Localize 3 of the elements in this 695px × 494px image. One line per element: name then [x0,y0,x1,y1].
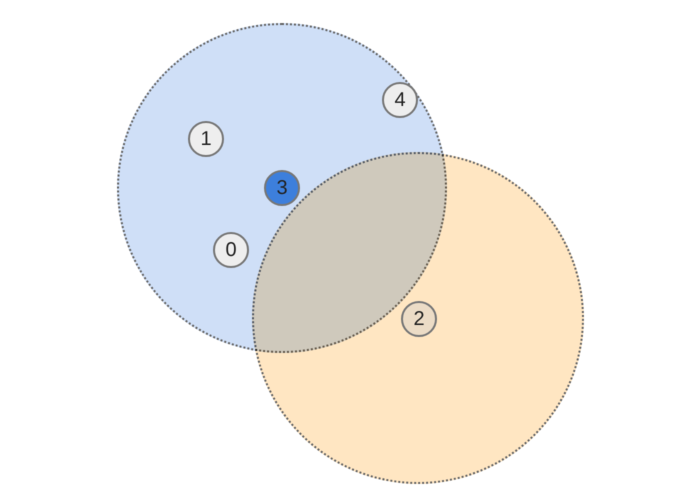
numbered-circle: 4 [382,82,418,118]
numbered-circle: 1 [188,121,224,157]
numbered-circle: 0 [213,232,249,268]
